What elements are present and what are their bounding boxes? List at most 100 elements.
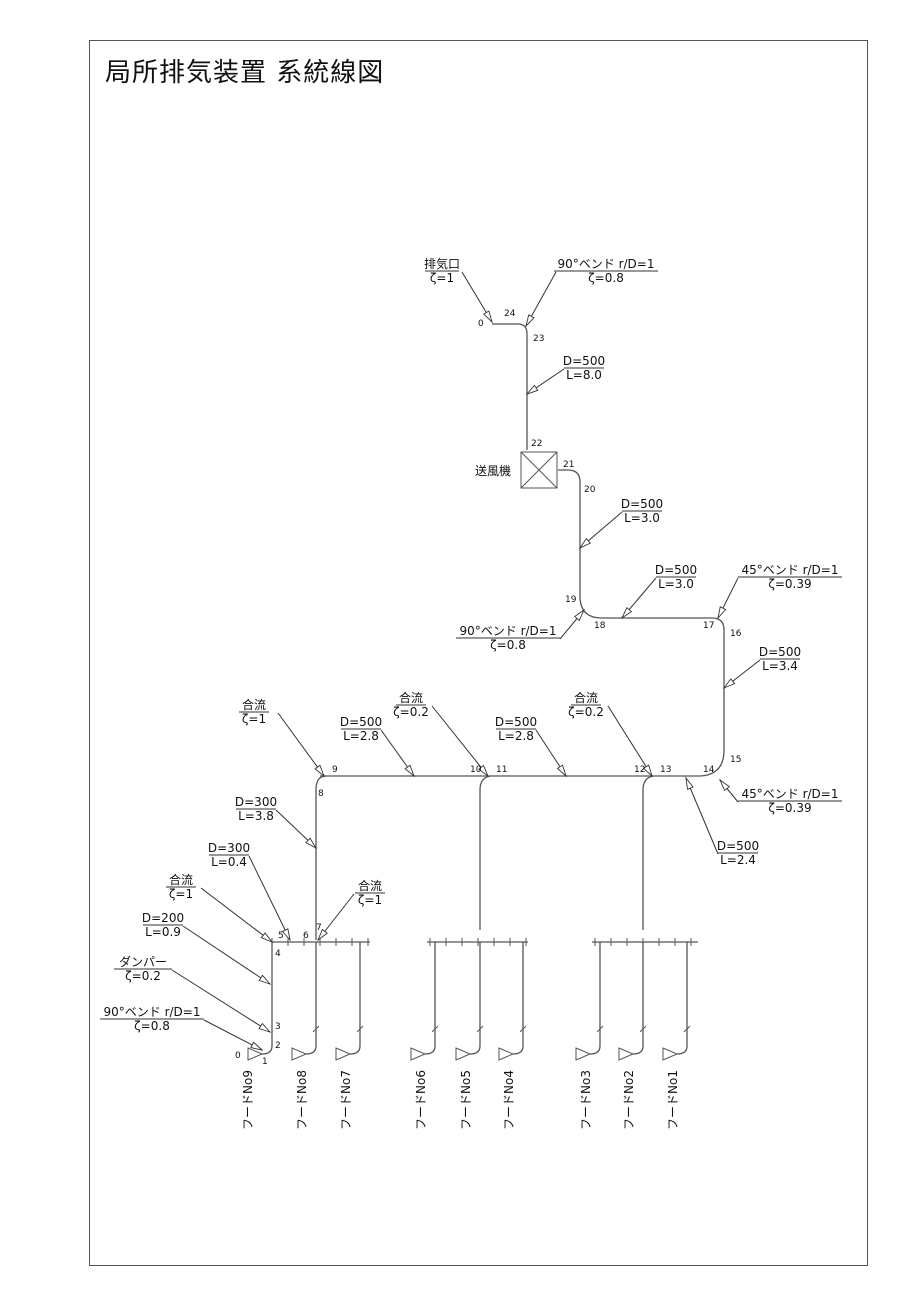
node-number: 23 [533, 334, 544, 344]
callout-value: L=2.8 [498, 729, 534, 743]
hood-drop-duct [676, 942, 688, 1055]
hood-icon [291, 1047, 308, 1061]
leader-line [431, 705, 489, 777]
hood-icon [618, 1047, 635, 1061]
hood-label: フードNo1 [666, 1070, 680, 1130]
callout-value: L=2.4 [720, 853, 756, 867]
hood-label: フードNo8 [295, 1070, 309, 1130]
callout-value: ζ=1 [430, 271, 454, 285]
leader-line [248, 855, 291, 941]
callout-title: 合流 [358, 878, 382, 893]
callout-bend-90-19: 90°ベンド r/D=1ζ=0.8 [456, 624, 560, 652]
callout-value: ζ=0.39 [768, 577, 811, 591]
callout-value: L=2.8 [343, 729, 379, 743]
leader-line [607, 705, 653, 777]
callout-value: ζ=0.8 [134, 1019, 170, 1033]
callout-value: L=3.8 [238, 809, 274, 823]
callout-title: 排気口 [424, 256, 460, 271]
leader-arrowhead [722, 678, 736, 690]
fan-box-diagonal [520, 451, 558, 489]
callout-title: 45°ベンド r/D=1 [742, 563, 839, 577]
callout-value: ζ=1 [242, 712, 266, 726]
hood-label: フードNo2 [622, 1070, 636, 1130]
leader-arrowhead [250, 1041, 264, 1051]
node-number: 20 [584, 485, 596, 495]
hood-label: フードNo6 [414, 1070, 428, 1130]
node-number: 2 [275, 1041, 281, 1051]
node-number: 9 [332, 765, 338, 775]
damper-mark [356, 1025, 364, 1033]
callout-merge-5: 合流ζ=1 [166, 872, 196, 901]
node-number: 19 [565, 595, 577, 605]
node-number: 16 [730, 629, 742, 639]
hood-label: フードNo7 [339, 1070, 353, 1130]
callout-title: 90°ベンド r/D=1 [558, 257, 655, 271]
callout-title: D=500 [717, 839, 759, 853]
hood-icon [662, 1047, 679, 1061]
hood-drop-duct [469, 942, 481, 1055]
callout-title: 合流 [574, 690, 598, 705]
node-number: 18 [594, 621, 606, 631]
duct-fan-to-header [558, 469, 725, 777]
hood-icon [247, 1047, 264, 1061]
leader-arrowhead [578, 537, 592, 550]
callout-title: 合流 [399, 690, 423, 705]
duct-branch-10-11 [479, 775, 491, 930]
callout-value: L=3.0 [658, 577, 694, 591]
callout-bend-top: 90°ベンド r/D=1ζ=0.8 [554, 257, 658, 285]
callout-title: 合流 [169, 872, 193, 887]
callout-title: ダンパー [119, 954, 167, 969]
leader-arrowhead [305, 837, 318, 850]
hood-icon [410, 1047, 427, 1061]
duct-branch-hood9 [261, 942, 273, 1055]
hood-label: フードNo5 [459, 1070, 473, 1130]
node-number: 0 [478, 319, 484, 329]
leader-arrowhead [525, 314, 535, 328]
callout-title: 合流 [242, 697, 266, 712]
leader-arrowhead [478, 764, 490, 778]
callout-title: D=500 [655, 563, 697, 577]
hood-icon [575, 1047, 592, 1061]
node-number: 4 [275, 949, 281, 959]
leader-arrowhead [404, 764, 415, 778]
callout-title: D=500 [621, 497, 663, 511]
callout-bend-90-hood9: 90°ベンド r/D=1ζ=0.8 [100, 1005, 204, 1033]
duct-lines [247, 323, 725, 1061]
node-number: 11 [496, 765, 507, 775]
callout-bend-45-upper: 45°ベンド r/D=1ζ=0.39 [738, 563, 842, 591]
callout-value: ζ=0.39 [768, 801, 811, 815]
node-number: 7 [316, 923, 322, 933]
node-number: 6 [303, 931, 309, 941]
callout-value: ζ=0.8 [490, 638, 526, 652]
hood-drop-duct [632, 942, 644, 1055]
callout-value: ζ=0.2 [125, 969, 161, 983]
callout-title: D=500 [563, 354, 605, 368]
callout-bend-45-lower: 45°ベンド r/D=1ζ=0.39 [738, 787, 842, 815]
hood-drop-duct [305, 942, 317, 1055]
callout-title: D=300 [208, 841, 250, 855]
callout-merge-9: 合流ζ=1 [239, 697, 269, 726]
leader-arrowhead [717, 606, 727, 620]
leader-arrowhead [556, 764, 567, 778]
callout-value: L=0.4 [211, 855, 247, 869]
node-number: 0 [235, 1051, 241, 1061]
page-title: 局所排気装置 系統線図 [105, 58, 385, 88]
callout-value: L=0.9 [145, 925, 181, 939]
damper-mark [519, 1025, 527, 1033]
callout-merge-13: 合流ζ=0.2 [568, 690, 604, 719]
node-number: 22 [531, 439, 542, 449]
leader-arrowhead [314, 764, 326, 778]
callout-value: L=8.0 [566, 368, 602, 382]
damper-mark [639, 1025, 647, 1033]
leader-arrowhead [258, 974, 272, 985]
leader-arrowhead [718, 778, 731, 792]
